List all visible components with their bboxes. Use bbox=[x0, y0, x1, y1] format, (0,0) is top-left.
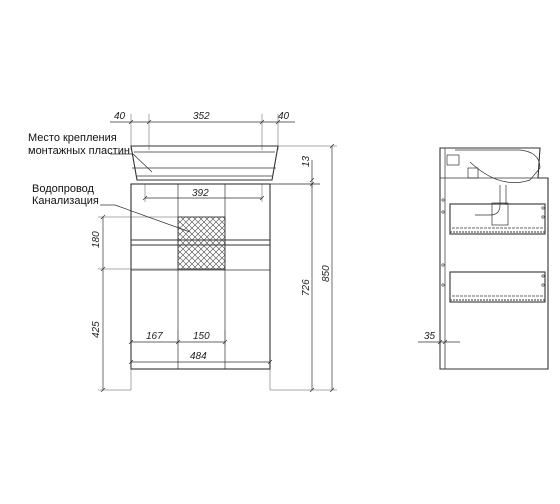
side-view bbox=[418, 147, 549, 370]
label-mounting-line2: монтажных пластин bbox=[28, 145, 130, 157]
dim-bottom-mid: 150 bbox=[193, 331, 210, 342]
dim-lower-drawer: 425 bbox=[91, 321, 102, 338]
dim-upper-drawer: 180 bbox=[91, 231, 102, 248]
label-pipes-line1: Водопровод bbox=[32, 183, 95, 195]
dim-bottom-left: 167 bbox=[146, 331, 163, 342]
dim-side-depth: 35 bbox=[424, 331, 436, 342]
dim-bottom-width: 484 bbox=[190, 351, 207, 362]
dim-top-mid: 352 bbox=[193, 111, 210, 122]
dim-top-right: 40 bbox=[278, 111, 290, 122]
dim-top-gap: 13 bbox=[301, 155, 312, 167]
label-mounting-line1: Место крепления bbox=[28, 132, 117, 144]
dim-total-height: 850 bbox=[321, 265, 332, 282]
front-view bbox=[98, 114, 337, 393]
label-pipes-line2: Канализация bbox=[32, 195, 99, 207]
dim-mount-width: 392 bbox=[192, 188, 209, 199]
dim-cabinet-height: 726 bbox=[301, 279, 312, 296]
dim-top-left: 40 bbox=[114, 111, 126, 122]
